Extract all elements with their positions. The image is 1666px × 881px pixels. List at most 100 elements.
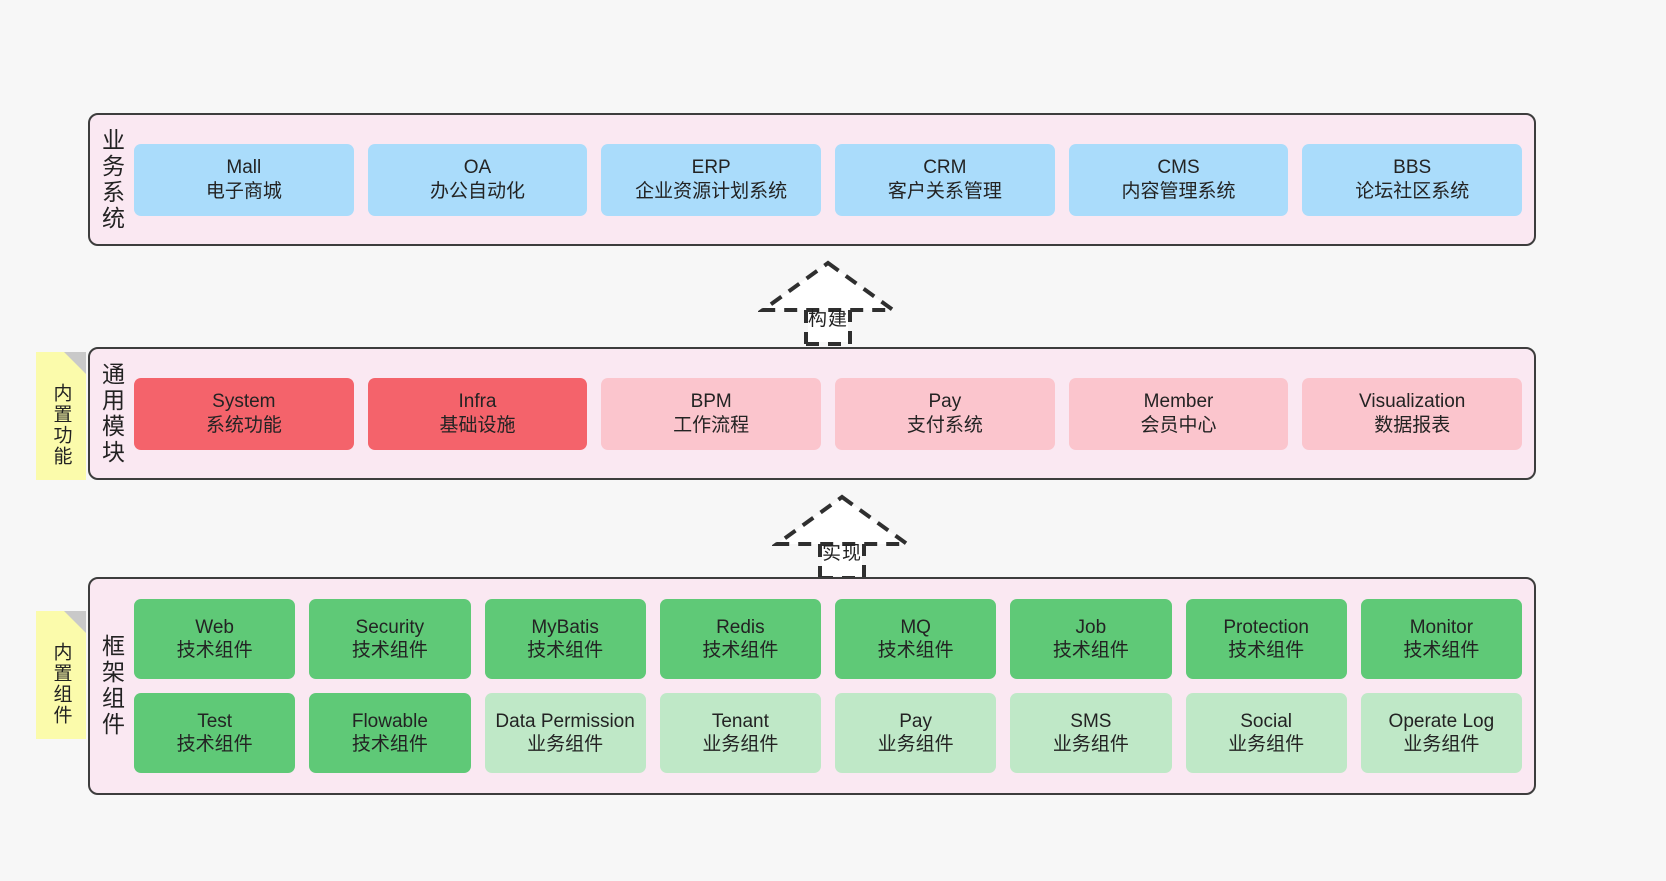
node-title: SMS <box>1070 710 1112 732</box>
node-subtitle: 数据报表 <box>1374 414 1451 436</box>
node-title: BPM <box>690 391 732 413</box>
node-title: System <box>212 391 276 413</box>
node-monitor[interactable]: Monitor 技术组件 <box>1360 599 1522 679</box>
node-operate-log[interactable]: Operate Log 业务组件 <box>1360 693 1522 773</box>
node-subtitle: 支付系统 <box>906 414 983 436</box>
node-redis[interactable]: Redis 技术组件 <box>659 599 821 679</box>
node-flowable[interactable]: Flowable 技术组件 <box>309 693 471 773</box>
node-title: Data Permission <box>495 710 635 732</box>
node-subtitle: 会员中心 <box>1140 414 1217 436</box>
node-subtitle: 业务组件 <box>527 734 604 755</box>
node-title: Monitor <box>1409 616 1474 638</box>
sticky-note-builtin-components: 内置组件 <box>36 611 86 739</box>
node-title: Redis <box>716 616 765 638</box>
sticky-note-builtin-features: 内置功能 <box>36 352 86 480</box>
node-sms[interactable]: SMS 业务组件 <box>1010 693 1172 773</box>
layer-body-common-modules: System 系统功能 Infra 基础设施 BPM 工作流程 Pay 支付系统 <box>132 349 1534 478</box>
node-title: CRM <box>923 157 967 179</box>
node-subtitle: 技术组件 <box>176 734 253 755</box>
node-subtitle: 业务组件 <box>877 734 954 755</box>
node-subtitle: 业务组件 <box>1403 734 1480 755</box>
layer-label-common-modules: 通用模块 <box>98 361 125 466</box>
arrowhead-triangle <box>758 260 898 312</box>
node-title: Flowable <box>351 710 428 732</box>
connector-build: 构建 <box>758 258 898 346</box>
node-subtitle: 系统功能 <box>205 414 282 436</box>
node-grid-common-modules: System 系统功能 Infra 基础设施 BPM 工作流程 Pay 支付系统 <box>134 377 1523 450</box>
layer-label-framework-components: 框架组件 <box>98 634 125 738</box>
node-subtitle: 技术组件 <box>351 734 428 755</box>
node-visualization[interactable]: Visualization 数据报表 <box>1302 377 1523 450</box>
node-subtitle: 技术组件 <box>1403 640 1480 661</box>
connector-label-build: 构建 <box>807 309 849 330</box>
arrow-stem <box>804 310 852 346</box>
node-subtitle: 技术组件 <box>176 640 253 661</box>
layer-label-business-systems: 业务系统 <box>98 127 125 232</box>
node-subtitle: 业务组件 <box>1228 734 1305 755</box>
node-mybatis[interactable]: MyBatis 技术组件 <box>484 599 646 679</box>
node-oa[interactable]: OA 办公自动化 <box>367 143 588 216</box>
node-title: Operate Log <box>1388 710 1495 732</box>
node-tenant[interactable]: Tenant 业务组件 <box>659 693 821 773</box>
node-row: Web 技术组件 Security 技术组件 MyBatis 技术组件 Redi… <box>134 599 1522 679</box>
node-title: Test <box>197 710 233 732</box>
node-grid-business-systems: Mall 电子商城 OA 办公自动化 ERP 企业资源计划系统 CRM 客户关系… <box>134 143 1523 216</box>
node-subtitle: 企业资源计划系统 <box>635 180 788 202</box>
node-title: BBS <box>1393 157 1432 179</box>
node-subtitle: 客户关系管理 <box>887 180 1002 202</box>
node-title: Social <box>1240 710 1292 732</box>
node-title: Infra <box>458 391 497 413</box>
note-fold-corner <box>64 352 86 374</box>
node-test[interactable]: Test 技术组件 <box>134 693 296 773</box>
connector-implement: 实现 <box>772 492 912 580</box>
node-cms[interactable]: CMS 内容管理系统 <box>1068 143 1289 216</box>
node-subtitle: 业务组件 <box>702 734 779 755</box>
node-mq[interactable]: MQ 技术组件 <box>835 599 997 679</box>
node-title: Pay <box>928 391 962 413</box>
node-subtitle: 论坛社区系统 <box>1355 180 1470 202</box>
node-subtitle: 电子商城 <box>205 180 282 202</box>
node-title: MyBatis <box>531 616 599 638</box>
node-web[interactable]: Web 技术组件 <box>134 599 296 679</box>
node-protection[interactable]: Protection 技术组件 <box>1185 599 1347 679</box>
node-pay[interactable]: Pay 支付系统 <box>835 377 1055 450</box>
node-pay-business[interactable]: Pay 业务组件 <box>835 693 997 773</box>
node-erp[interactable]: ERP 企业资源计划系统 <box>601 143 822 216</box>
node-subtitle: 技术组件 <box>351 640 428 661</box>
node-title: MQ <box>900 616 931 638</box>
node-grid-framework-components: Web 技术组件 Security 技术组件 MyBatis 技术组件 Redi… <box>134 599 1522 773</box>
node-title: ERP <box>691 157 731 179</box>
node-system[interactable]: System 系统功能 <box>134 377 354 450</box>
node-title: Job <box>1075 616 1107 638</box>
node-bpm[interactable]: BPM 工作流程 <box>601 377 822 450</box>
layer-body-business-systems: Mall 电子商城 OA 办公自动化 ERP 企业资源计划系统 CRM 客户关系… <box>132 115 1534 244</box>
layer-body-framework-components: Web 技术组件 Security 技术组件 MyBatis 技术组件 Redi… <box>132 579 1534 793</box>
node-job[interactable]: Job 技术组件 <box>1010 599 1172 679</box>
node-row: Test 技术组件 Flowable 技术组件 Data Permission … <box>134 693 1522 773</box>
node-title: Pay <box>899 710 932 732</box>
node-infra[interactable]: Infra 基础设施 <box>367 377 588 450</box>
note-text: 内置组件 <box>50 642 72 726</box>
node-title: CMS <box>1157 157 1200 179</box>
node-title: Tenant <box>711 710 769 732</box>
layer-common-modules: 通用模块 System 系统功能 Infra 基础设施 BPM 工作流程 <box>88 347 1536 480</box>
note-text: 内置功能 <box>50 383 72 467</box>
node-social[interactable]: Social 业务组件 <box>1185 693 1347 773</box>
node-subtitle: 办公自动化 <box>430 180 526 202</box>
node-title: Web <box>195 616 234 638</box>
node-data-permission[interactable]: Data Permission 业务组件 <box>484 693 646 773</box>
arrowhead-triangle <box>772 494 912 546</box>
node-title: Mall <box>226 157 262 179</box>
node-subtitle: 业务组件 <box>1052 734 1129 755</box>
note-fold-corner <box>64 611 86 633</box>
node-mall[interactable]: Mall 电子商城 <box>134 143 354 216</box>
node-row: Mall 电子商城 OA 办公自动化 ERP 企业资源计划系统 CRM 客户关系… <box>134 143 1523 216</box>
node-security[interactable]: Security 技术组件 <box>309 599 471 679</box>
node-crm[interactable]: CRM 客户关系管理 <box>835 143 1055 216</box>
node-subtitle: 内容管理系统 <box>1121 180 1236 202</box>
node-subtitle: 工作流程 <box>673 414 750 436</box>
node-bbs[interactable]: BBS 论坛社区系统 <box>1302 143 1523 216</box>
node-member[interactable]: Member 会员中心 <box>1068 377 1289 450</box>
layer-business-systems: 业务系统 Mall 电子商城 OA 办公自动化 ERP 企业资源计划系统 <box>88 113 1536 246</box>
